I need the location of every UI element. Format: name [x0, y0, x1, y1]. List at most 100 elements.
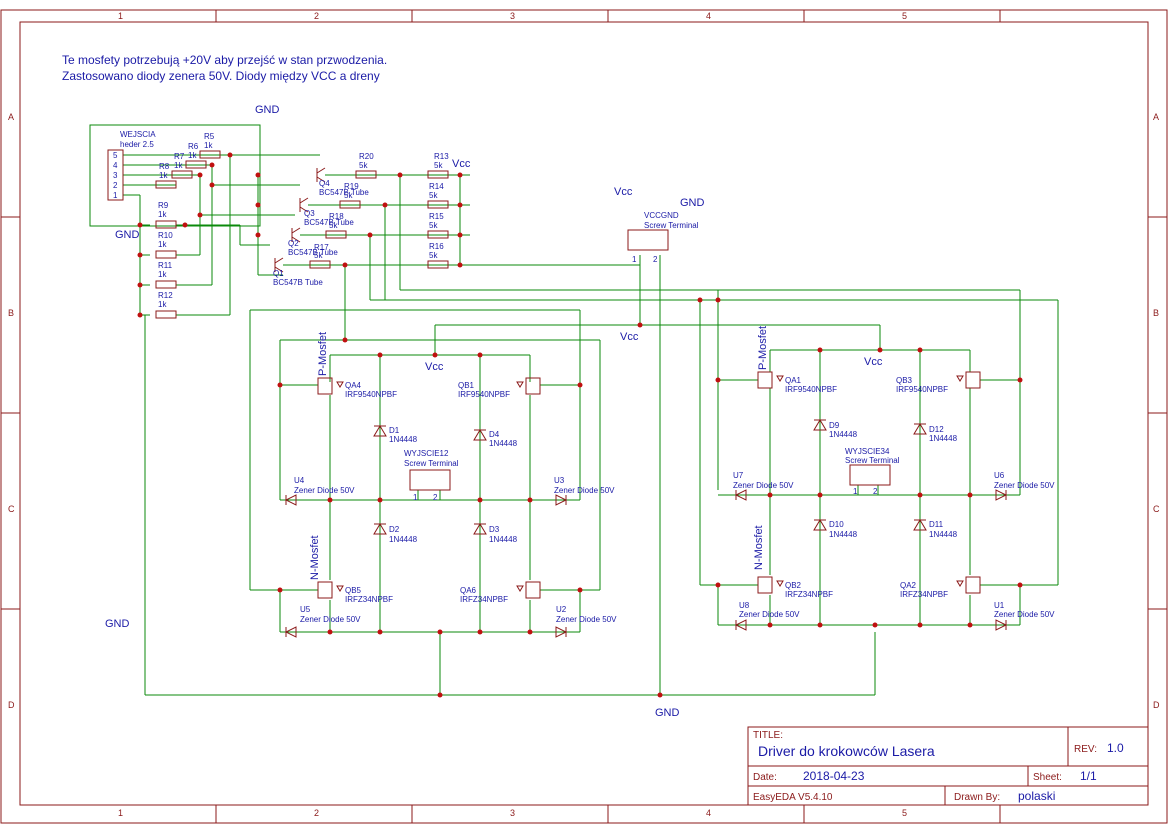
zener-value: Zener Diode 50V [994, 610, 1055, 619]
diode-symbol [913, 519, 927, 531]
resistors: R5 1k R6 1k R7 1k R8 1k R9 1k R10 1k R11… [155, 132, 449, 319]
terminal-body [409, 469, 451, 491]
resistor-body [185, 160, 207, 169]
resistor-value: 5k [429, 221, 438, 230]
mosfet-symbol [965, 371, 981, 389]
diode-symbol [473, 429, 487, 441]
sheet-label: Sheet: [1033, 772, 1062, 783]
mosfet-ref: QB3 [896, 376, 913, 385]
p-mosfet-label: P-Mosfet [317, 332, 329, 376]
diode-ref: D3 [489, 525, 500, 534]
bjt-symbol [299, 206, 309, 213]
col-label-bottom: 1 [118, 808, 123, 818]
mosfet-symbol [525, 377, 541, 395]
zener-value: Zener Diode 50V [733, 481, 794, 490]
n-mosfet-label: N-Mosfet [753, 525, 765, 570]
date-value: 2018-04-23 [803, 769, 865, 783]
resistor-body [171, 170, 193, 179]
resistor-body [309, 260, 331, 269]
resistor-ref: R9 [158, 201, 169, 210]
resistor-ref: R16 [429, 242, 444, 251]
resistor-ref: R14 [429, 182, 444, 191]
net-label-vcc: Vcc [864, 356, 883, 368]
row-label-left: C [8, 504, 15, 514]
bjt-value: BC547B Tube [288, 248, 338, 257]
terminal-value: Screw Terminal [644, 221, 699, 230]
diode-value: 1N4448 [929, 434, 958, 443]
net-label-vcc: Vcc [614, 186, 633, 198]
zener-ref: U6 [994, 471, 1005, 480]
header-ref: WEJSCIA [120, 130, 156, 139]
zener-value: Zener Diode 50V [300, 615, 361, 624]
resistor-value: 5k [434, 161, 443, 170]
rev-value: 1.0 [1107, 741, 1124, 755]
zener-value: Zener Diode 50V [739, 610, 800, 619]
terminal-body [849, 464, 891, 486]
sheet-frame [0, 9, 1168, 824]
diode-symbol [813, 519, 827, 531]
terminal-pin: 1 [632, 255, 637, 264]
resistor-value: 5k [329, 221, 338, 230]
bjt-symbol [291, 227, 301, 234]
terminal-pin: 2 [433, 493, 438, 502]
bjt-symbol [316, 167, 326, 174]
mosfet-value: IRF9540NPBF [458, 390, 510, 399]
diode-ref: D10 [829, 520, 844, 529]
h-bridge-right: P-Mosfet N-Mosfet QA1 IRF9540NPBF QB3 IR… [733, 326, 1055, 631]
net-label-gnd: GND [115, 229, 140, 241]
resistor-ref: R12 [158, 291, 173, 300]
terminal-value: Screw Terminal [404, 459, 459, 468]
date-label: Date: [753, 772, 777, 783]
bjt-ref: Q4 [319, 179, 330, 188]
mosfet-value: IRF9540NPBF [345, 390, 397, 399]
resistor-value: 1k [158, 210, 167, 219]
header-pin-label: 3 [113, 171, 118, 180]
resistor-body [427, 170, 449, 179]
zener-ref: U7 [733, 471, 744, 480]
col-label-top: 2 [314, 11, 319, 21]
row-label-left: A [8, 112, 14, 122]
bjt-value: BC547B Tube [304, 218, 354, 227]
n-mosfet-label: N-Mosfet [309, 535, 321, 580]
header-value: heder 2.5 [120, 140, 154, 149]
row-label-right: A [1153, 112, 1159, 122]
resistor-value: 5k [429, 251, 438, 260]
design-note-line-1: Te mosfety potrzebują +20V aby przejść w… [62, 53, 387, 67]
resistor-ref: R5 [204, 132, 215, 141]
net-label-gnd: GND [105, 618, 130, 630]
row-label-right: B [1153, 308, 1159, 318]
terminal-ref: VCCGND [644, 211, 679, 220]
row-label-right: C [1153, 504, 1160, 514]
mosfet-symbol [317, 581, 333, 599]
resistor-value: 5k [359, 161, 368, 170]
bjt-symbol [291, 236, 301, 243]
vccgnd-terminal: VCCGND Screw Terminal 1 2 [627, 211, 699, 264]
header-pin-label: 4 [113, 161, 118, 170]
title-block: TITLE: Driver do krokowców Lasera REV: 1… [747, 726, 1149, 806]
mosfet-value: IRFZ34NPBF [785, 590, 833, 599]
diode-value: 1N4448 [389, 435, 418, 444]
resistor-ref: R18 [329, 212, 344, 221]
resistor-ref: R13 [434, 152, 449, 161]
mosfet-value: IRFZ34NPBF [460, 595, 508, 604]
resistor-body [427, 230, 449, 239]
mosfet-symbol [965, 576, 981, 594]
net-label-vcc: Vcc [425, 361, 444, 373]
zener-symbol [734, 489, 747, 501]
col-label-bottom: 4 [706, 808, 711, 818]
diode-ref: D11 [929, 520, 944, 529]
col-label-bottom: 3 [510, 808, 515, 818]
bjt-value: BC547B Tube [319, 188, 369, 197]
mosfet-ref: QA6 [460, 586, 477, 595]
resistor-body [155, 220, 177, 229]
mosfet-value: IRFZ34NPBF [345, 595, 393, 604]
tool-version: EasyEDA V5.4.10 [753, 792, 833, 803]
net-label-gnd: GND [255, 104, 280, 116]
terminal-ref: WYJSCIE34 [845, 447, 890, 456]
diode-ref: D1 [389, 426, 400, 435]
resistor-value: 1k [158, 240, 167, 249]
p-mosfet-label: P-Mosfet [757, 326, 769, 370]
bjt-symbol [274, 257, 284, 264]
zener-symbol [284, 626, 297, 638]
